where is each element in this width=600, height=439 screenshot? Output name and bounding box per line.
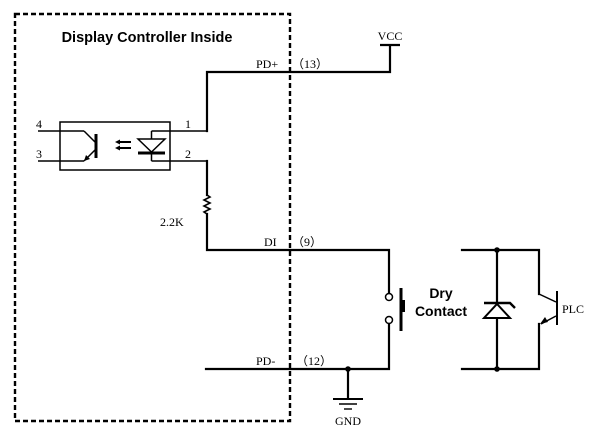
dry-contact-label-line2: Contact xyxy=(415,303,467,319)
led-icon xyxy=(136,130,170,162)
plc-transistor-icon xyxy=(538,291,558,325)
ground-icon xyxy=(333,398,363,410)
dry-contact-label-line1: Dry xyxy=(429,285,453,301)
pd-plus-label: PD+ xyxy=(256,57,278,71)
pin-2-label: 2 xyxy=(185,147,191,161)
di-label: DI xyxy=(264,235,277,249)
pin-4-label: 4 xyxy=(36,117,42,131)
box-title: Display Controller Inside xyxy=(62,30,233,46)
plc-junction-top xyxy=(494,247,500,253)
phototransistor-icon xyxy=(83,130,98,162)
pin-3-label: 3 xyxy=(36,147,42,161)
zener-diode-icon xyxy=(481,301,516,319)
pd-minus-pin: （12） xyxy=(296,354,332,368)
plc-bottom-rail xyxy=(460,322,541,371)
pd-minus-wire xyxy=(204,322,391,371)
pin-1-label: 1 xyxy=(185,117,191,131)
pd-plus-pin: （13） xyxy=(292,57,328,71)
gnd-label: GND xyxy=(335,414,361,428)
resistor-icon xyxy=(202,193,212,216)
pd-minus-label: PD- xyxy=(256,354,275,368)
plc-label: PLC xyxy=(562,302,584,316)
resistor-label: 2.2K xyxy=(160,215,184,229)
di-wire xyxy=(205,212,391,295)
controller-boundary xyxy=(13,12,292,423)
di-pin: （9） xyxy=(292,235,322,249)
plc-junction-bottom xyxy=(494,366,500,372)
vcc-label: VCC xyxy=(378,29,403,43)
plc-top-rail xyxy=(460,248,541,296)
optocoupler: 4 3 1 2 xyxy=(36,117,207,171)
pd-plus-wire xyxy=(205,44,392,133)
plc-input-circuit: PLC xyxy=(460,247,584,372)
dry-contact-switch xyxy=(384,288,405,331)
optocoupler-body xyxy=(59,121,171,171)
light-arrows-icon xyxy=(115,139,131,151)
